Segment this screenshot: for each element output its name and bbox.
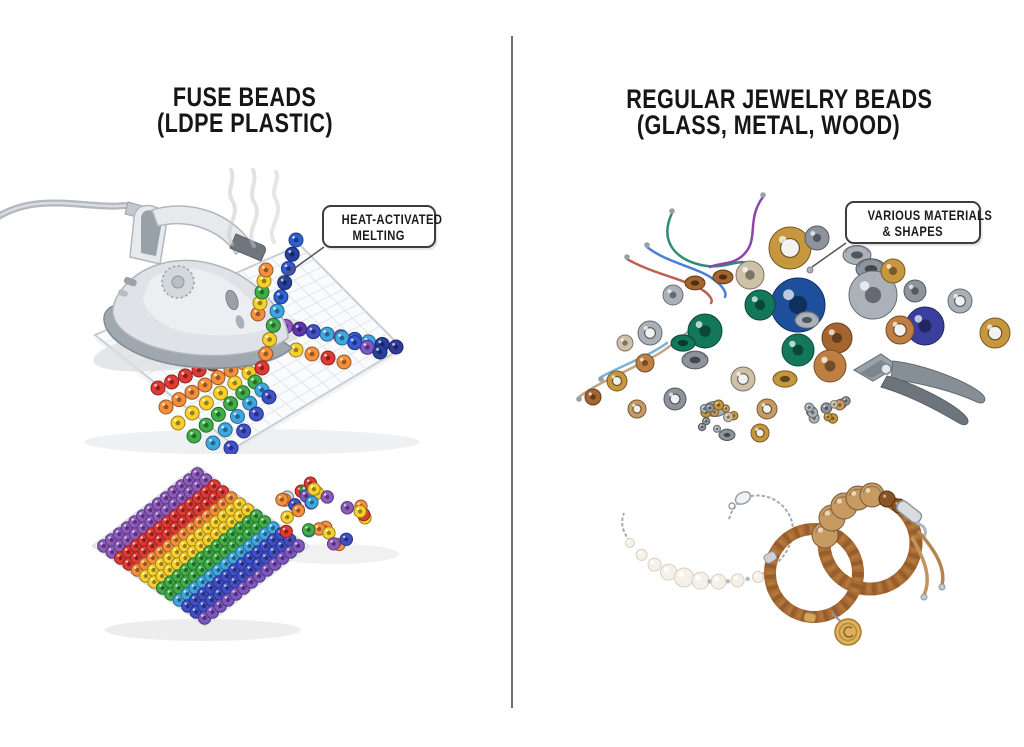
iron-melting-fuse-beads-illustration bbox=[0, 168, 420, 454]
gold-charm bbox=[831, 612, 862, 646]
pearl-bracelet bbox=[621, 491, 794, 590]
left-title-line2: (LDPE PLASTIC) bbox=[157, 108, 333, 138]
jewelry-pliers bbox=[852, 353, 986, 426]
jewelry-beads-cluster-illustration bbox=[576, 192, 1011, 443]
silver-clasp bbox=[896, 500, 946, 601]
heat-activated-melting-callout: HEAT-ACTIVATED MELTING bbox=[322, 205, 442, 248]
fused-rainbow-bead-square-illustration bbox=[91, 464, 399, 641]
right-panel-title: REGULAR JEWELRY BEADS (GLASS, METAL, WOO… bbox=[588, 84, 948, 140]
left-title-line1: FUSE BEADS bbox=[173, 82, 317, 112]
right-title-line2: (GLASS, METAL, WOOD) bbox=[636, 110, 900, 140]
right-callout-line2: & SHAPES bbox=[882, 223, 944, 239]
left-callout-line1: HEAT-ACTIVATED bbox=[341, 211, 443, 227]
leather-wrap-bracelets bbox=[763, 482, 946, 646]
right-title-line1: REGULAR JEWELRY BEADS bbox=[626, 84, 933, 114]
steam-wisps bbox=[227, 168, 280, 248]
right-callout-line1: VARIOUS MATERIALS bbox=[867, 207, 993, 223]
various-materials-shapes-callout: VARIOUS MATERIALS & SHAPES bbox=[845, 201, 992, 244]
left-panel-title: FUSE BEADS (LDPE PLASTIC) bbox=[85, 82, 405, 138]
finished-bracelets-illustration bbox=[621, 482, 946, 646]
left-callout-line2: MELTING bbox=[352, 227, 406, 243]
divider-line bbox=[511, 36, 513, 708]
clothes-iron bbox=[0, 199, 294, 369]
